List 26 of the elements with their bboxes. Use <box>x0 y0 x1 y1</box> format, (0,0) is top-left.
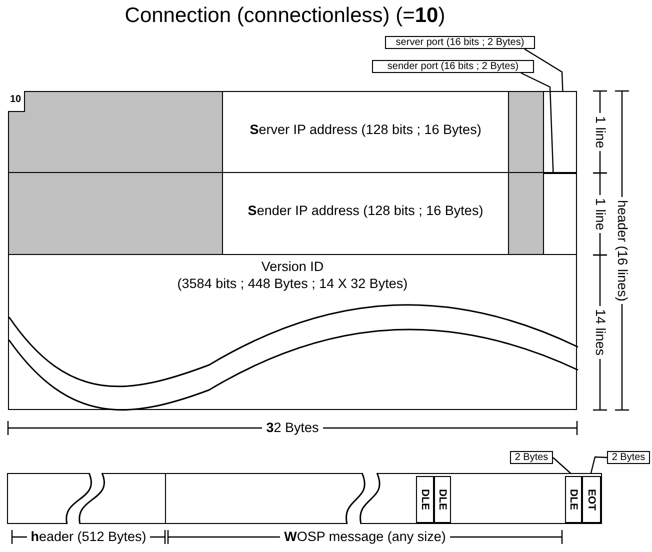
field-label: Sender IP address (128 bits ; 16 Bytes) <box>246 203 484 218</box>
message-bar <box>7 473 602 524</box>
control-field: DLE <box>416 476 434 523</box>
control-field: EOT <box>582 476 601 523</box>
block-detail: (3584 bits ; 448 Bytes ; 14 X 32 Bytes) <box>176 276 409 291</box>
callout-box: server port (16 bits ; 2 Bytes) <box>385 36 535 49</box>
type-field: 10 <box>8 90 24 112</box>
title: Connection (connectionless) (=10) <box>124 4 446 28</box>
dimension-label: header (512 Bytes) <box>26 529 150 545</box>
control-field: DLE <box>434 476 451 523</box>
callout-box: 2 Bytes <box>607 451 650 464</box>
dimension-label: WOSP message (any size) <box>280 529 450 545</box>
control-field: DLE <box>565 476 582 523</box>
port-field <box>542 173 576 255</box>
block-title: Version ID <box>260 259 325 274</box>
field-row <box>8 91 577 173</box>
field-label: Server IP address (128 bits ; 16 Bytes) <box>248 122 482 137</box>
dimension-label: 32 Bytes <box>262 420 323 436</box>
callout-box: sender port (16 bits ; 2 Bytes) <box>372 60 534 73</box>
dimension-label: header (16 lines) <box>614 196 630 304</box>
leader-line <box>524 48 564 92</box>
leader-line <box>552 457 573 476</box>
field-row <box>8 173 577 255</box>
leader-line <box>520 72 554 174</box>
callout-box: 2 Bytes <box>510 451 553 464</box>
leader-line <box>590 456 608 476</box>
